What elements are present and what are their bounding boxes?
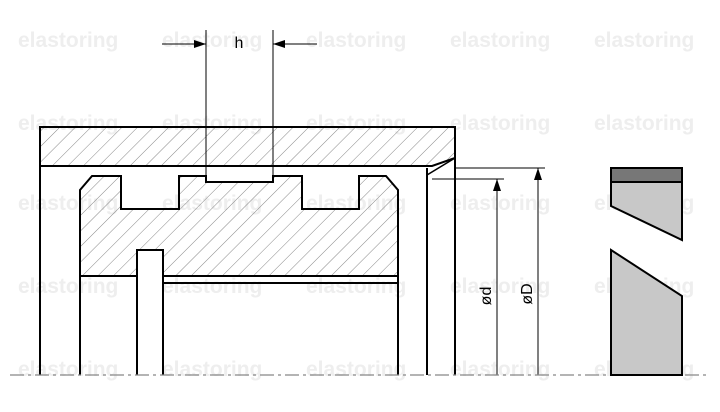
dimension-h: [162, 30, 317, 182]
seal-body-section: [79, 175, 399, 277]
h-arrow-left: [194, 40, 206, 48]
piston-stem: [79, 249, 399, 375]
seal-lower-part: [610, 248, 683, 376]
chamfer-line: [426, 157, 456, 176]
seal-cross-section: [610, 167, 683, 376]
seal-upper-part: [610, 181, 683, 242]
dimension-label-D: øD: [519, 283, 536, 304]
watermark-text: elastoring: [450, 275, 550, 298]
watermark-text: elastoring: [450, 112, 550, 135]
watermark-text: elastoring: [162, 29, 262, 52]
watermark-text: elastoring: [450, 29, 550, 52]
watermark-text: elastoring: [18, 29, 118, 52]
watermark-text: elastoring: [162, 275, 262, 298]
watermark-text: elastoring: [450, 358, 550, 381]
center-pin: [136, 249, 164, 375]
rod-section: [39, 126, 456, 167]
dimension-label-h: h: [235, 35, 244, 52]
watermark-text: elastoring: [450, 192, 550, 215]
watermark-text: elastoring: [18, 275, 118, 298]
diameter-dimensions: [432, 167, 545, 375]
watermark-text: elastoring: [306, 29, 406, 52]
watermark-text: elastoring: [594, 112, 694, 135]
D-arrow: [534, 168, 542, 180]
watermark-text: elastoring: [594, 29, 694, 52]
dimension-label-d: ød: [478, 287, 495, 306]
seal-top-band: [610, 167, 683, 183]
watermark-text: elastoring: [306, 275, 406, 298]
watermark-text: elastoring: [18, 358, 118, 381]
h-arrow-right: [273, 40, 285, 48]
d-arrow: [493, 179, 501, 191]
watermark-text: elastoring: [306, 358, 406, 381]
watermark-text: elastoring: [162, 358, 262, 381]
